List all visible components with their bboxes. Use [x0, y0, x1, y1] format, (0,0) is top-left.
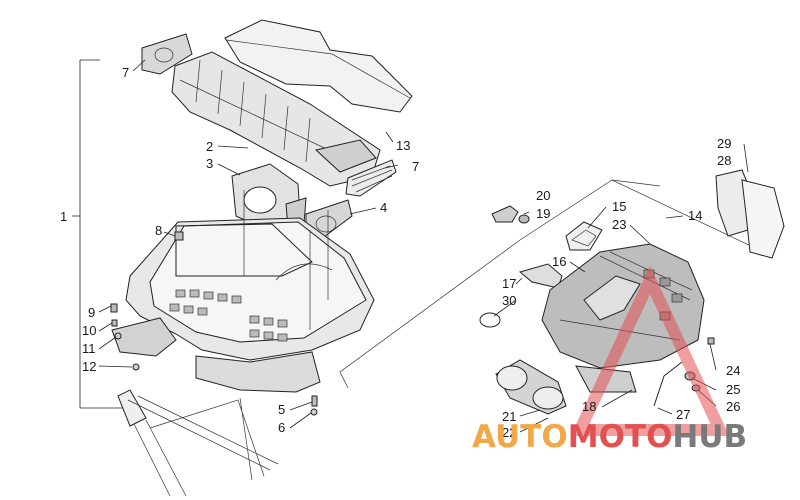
- foam-pad: [224, 19, 413, 113]
- gasket-7-left: [141, 33, 193, 75]
- callout-6: 6: [278, 420, 285, 435]
- intake-duct: [171, 51, 381, 187]
- callout-10: 10: [82, 323, 96, 338]
- clamp-30: [479, 312, 501, 328]
- callout-19: 19: [536, 206, 550, 221]
- watermark-triangle: [570, 265, 730, 436]
- callout-23: 23: [612, 217, 626, 232]
- callout-labels: 1 7 2 3 13 7 4 8 9 10 11 12 5 6 20 19 15…: [60, 65, 740, 440]
- callout-1: 1: [60, 209, 67, 224]
- callout-7-left: 7: [122, 65, 129, 80]
- hose-27: [653, 361, 683, 407]
- callout-30: 30: [502, 293, 516, 308]
- callout-2: 2: [206, 139, 213, 154]
- callout-14: 14: [688, 208, 702, 223]
- callout-5: 5: [278, 402, 285, 417]
- svg-text:AUTOMOTOHUB: AUTOMOTOHUB: [472, 419, 747, 455]
- fitting-20: [491, 205, 530, 224]
- callout-24: 24: [726, 363, 740, 378]
- callout-9: 9: [88, 305, 95, 320]
- callout-11: 11: [82, 341, 96, 356]
- seal-15: [565, 221, 603, 251]
- callout-29: 29: [717, 136, 731, 151]
- watermark-moto: MOTO: [568, 419, 673, 455]
- callout-15: 15: [612, 199, 626, 214]
- callout-16: 16: [552, 254, 566, 269]
- callout-20: 20: [536, 188, 550, 203]
- watermark-logo: AUTOMOTOHUB: [472, 419, 747, 455]
- fasteners-left: [110, 303, 140, 371]
- callout-3: 3: [206, 156, 213, 171]
- callout-27: 27: [676, 407, 690, 422]
- callout-13: 13: [396, 138, 410, 153]
- fastener-8: [174, 231, 184, 241]
- callout-25: 25: [726, 382, 740, 397]
- gasket-7-right: [345, 159, 397, 197]
- callout-26: 26: [726, 399, 740, 414]
- airbox-housing: [541, 243, 705, 393]
- callout-17: 17: [502, 276, 516, 291]
- callout-18: 18: [582, 399, 596, 414]
- callout-22: 22: [502, 425, 516, 440]
- callout-12: 12: [82, 359, 96, 374]
- intake-boot: [495, 359, 567, 415]
- callout-7-right: 7: [412, 159, 419, 174]
- callout-28: 28: [717, 153, 731, 168]
- watermark-hub: HUB: [672, 419, 747, 455]
- callout-21: 21: [502, 409, 516, 424]
- callout-4: 4: [380, 200, 387, 215]
- frame-rails: [117, 389, 279, 497]
- airbox-base: [111, 190, 375, 393]
- watermark-auto: AUTO: [472, 419, 568, 455]
- assembly-outline-right: [339, 179, 773, 389]
- fasteners-bottom: [310, 395, 318, 416]
- filter-elements: [715, 169, 785, 259]
- callout-8: 8: [155, 223, 162, 238]
